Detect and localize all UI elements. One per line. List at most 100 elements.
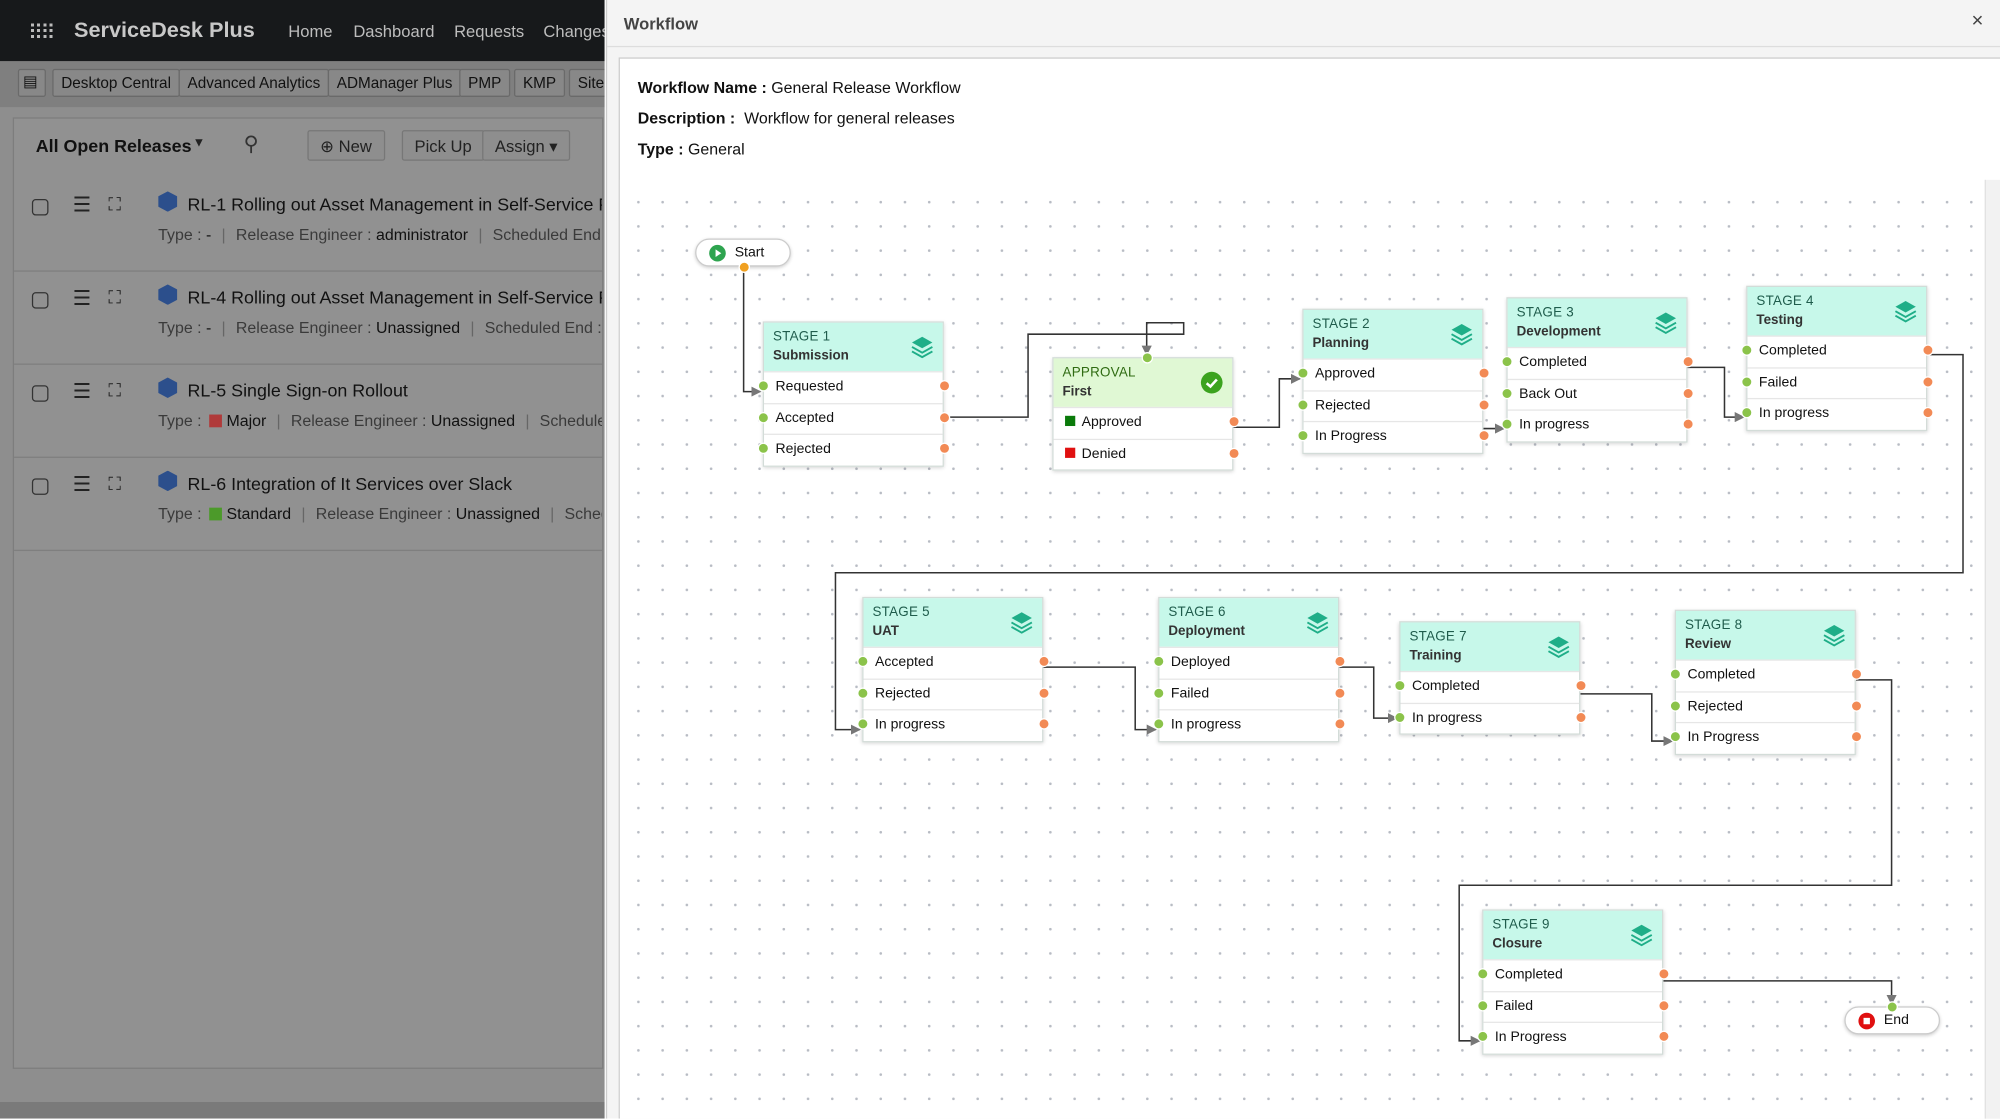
input-port[interactable] bbox=[1477, 1030, 1489, 1043]
output-port[interactable] bbox=[1478, 429, 1490, 442]
state-row[interactable]: In progress bbox=[863, 709, 1043, 740]
release-title[interactable]: RL-4 Rolling out Asset Management in Sel… bbox=[187, 286, 603, 308]
release-title[interactable]: RL-5 Single Sign-on Rollout bbox=[187, 380, 408, 401]
state-row[interactable]: Failed bbox=[1483, 990, 1662, 1021]
state-row[interactable]: In Progress bbox=[1676, 721, 1855, 753]
output-port[interactable] bbox=[1478, 367, 1490, 379]
row-menu-icon[interactable]: ☰ bbox=[72, 381, 91, 404]
input-port[interactable] bbox=[1153, 718, 1165, 730]
assign-button[interactable]: Assign ▾ bbox=[482, 130, 571, 161]
input-port[interactable] bbox=[1669, 699, 1682, 712]
release-row[interactable]: ☰ ⛶ RL-4 Rolling out Asset Management in S… bbox=[14, 272, 603, 365]
state-row[interactable]: Requested bbox=[764, 371, 943, 402]
nav-dashboard[interactable]: Dashboard bbox=[353, 21, 435, 41]
vertical-scrollbar[interactable] bbox=[1984, 179, 2000, 1119]
output-port[interactable] bbox=[1922, 375, 1934, 388]
state-row[interactable]: Deployed bbox=[1159, 646, 1339, 678]
input-port[interactable] bbox=[1394, 711, 1406, 723]
output-port[interactable] bbox=[1850, 699, 1863, 712]
row-menu-icon[interactable]: ☰ bbox=[72, 288, 91, 310]
state-row[interactable]: Completed bbox=[1483, 959, 1662, 990]
release-title[interactable]: RL-1 Rolling out Asset Management in Sel… bbox=[187, 193, 603, 215]
state-row[interactable]: In Progress bbox=[1303, 420, 1483, 452]
state-row[interactable]: Accepted bbox=[764, 402, 943, 433]
state-row[interactable]: Back Out bbox=[1507, 378, 1687, 409]
state-row[interactable]: Accepted bbox=[863, 646, 1043, 678]
output-port[interactable] bbox=[1228, 447, 1240, 459]
row-checkbox[interactable] bbox=[31, 385, 49, 402]
input-port[interactable] bbox=[1297, 398, 1309, 411]
input-port[interactable] bbox=[1501, 387, 1513, 399]
input-port[interactable] bbox=[1477, 999, 1489, 1011]
input-port[interactable] bbox=[857, 686, 869, 699]
search-filter-icon[interactable]: ⚲ bbox=[243, 133, 259, 156]
input-port[interactable] bbox=[1477, 968, 1489, 980]
row-menu-icon[interactable]: ☰ bbox=[72, 474, 91, 497]
input-port[interactable] bbox=[857, 718, 869, 730]
start-output-port[interactable] bbox=[738, 261, 750, 273]
output-port[interactable] bbox=[1850, 668, 1863, 680]
input-port[interactable] bbox=[1741, 406, 1753, 419]
output-port[interactable] bbox=[1575, 711, 1587, 723]
state-row[interactable]: Failed bbox=[1159, 677, 1339, 709]
nav-requests[interactable]: Requests bbox=[454, 21, 525, 41]
workflow-icon[interactable]: ⛶ bbox=[108, 286, 121, 308]
state-row[interactable]: Rejected bbox=[863, 677, 1043, 709]
state-row[interactable]: In progress bbox=[1507, 409, 1687, 440]
state-row[interactable]: Approved bbox=[1303, 358, 1483, 389]
output-port[interactable] bbox=[1038, 718, 1050, 730]
row-checkbox[interactable] bbox=[31, 198, 49, 216]
input-port[interactable] bbox=[1741, 344, 1753, 356]
output-port[interactable] bbox=[1922, 406, 1934, 419]
state-row[interactable]: Rejected bbox=[1676, 690, 1855, 722]
output-port[interactable] bbox=[1038, 655, 1050, 668]
toolbar-kmp[interactable]: KMP bbox=[514, 68, 566, 97]
input-port[interactable] bbox=[1297, 367, 1309, 379]
input-port[interactable] bbox=[1669, 730, 1682, 743]
close-icon[interactable]: × bbox=[1971, 10, 1984, 32]
output-port[interactable] bbox=[1850, 730, 1863, 743]
toolbar-admanager-plus[interactable]: ADManager Plus bbox=[327, 68, 462, 97]
output-port[interactable] bbox=[1658, 999, 1670, 1011]
output-port[interactable] bbox=[1575, 679, 1587, 692]
output-port[interactable] bbox=[1038, 686, 1050, 699]
output-port[interactable] bbox=[1334, 655, 1346, 668]
input-port[interactable] bbox=[1153, 686, 1165, 699]
output-port[interactable] bbox=[1682, 387, 1694, 399]
nav-home[interactable]: Home bbox=[288, 21, 333, 41]
state-row[interactable]: In progress bbox=[1159, 709, 1339, 740]
toolbar-desktop-central[interactable]: Desktop Central bbox=[52, 68, 180, 97]
toolbar-pmp[interactable]: PMP bbox=[459, 68, 511, 97]
row-checkbox[interactable] bbox=[31, 292, 49, 309]
output-port[interactable] bbox=[1334, 718, 1346, 730]
state-row[interactable]: In Progress bbox=[1483, 1021, 1662, 1053]
release-row[interactable]: ☰⛶RL-1 Rolling out Asset Management in S… bbox=[14, 179, 603, 272]
release-title[interactable]: RL-6 Integration of It Services over Sla… bbox=[187, 473, 513, 494]
state-row[interactable]: In progress bbox=[1400, 702, 1580, 733]
input-port[interactable] bbox=[1501, 355, 1513, 368]
workflow-icon[interactable]: ⛶ bbox=[108, 473, 121, 494]
logo[interactable]: ServiceDesk Plus bbox=[73, 17, 255, 43]
output-port[interactable] bbox=[1658, 1030, 1670, 1043]
release-row[interactable]: ☰ ⛶ RL-6 Integration of It Services over S… bbox=[14, 458, 603, 552]
output-port[interactable] bbox=[938, 411, 951, 423]
output-port[interactable] bbox=[1334, 686, 1346, 699]
output-port[interactable] bbox=[1922, 344, 1934, 356]
input-port[interactable] bbox=[1297, 429, 1309, 442]
chevron-down-icon[interactable]: ▼ bbox=[192, 136, 206, 151]
state-row[interactable]: Denied bbox=[1053, 438, 1233, 469]
input-port[interactable] bbox=[1153, 655, 1165, 668]
state-row[interactable]: Completed bbox=[1400, 670, 1580, 702]
input-port[interactable] bbox=[1501, 418, 1513, 430]
